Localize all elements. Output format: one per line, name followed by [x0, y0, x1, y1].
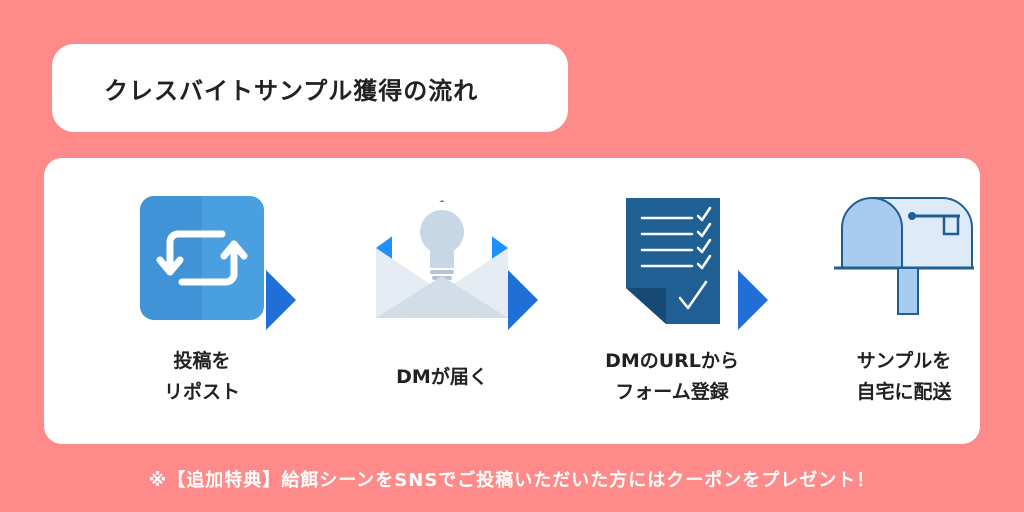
step-label-line2: フォーム登録: [615, 381, 729, 403]
step-label-line2: リポスト: [163, 381, 240, 403]
step-label-line1: 投稿を: [173, 350, 231, 372]
next-arrow: [266, 270, 296, 334]
step-label: DMのURLから フォーム登録: [572, 346, 772, 408]
step-label: DMが届く: [342, 346, 542, 408]
step-label-line1: DMのURLから: [605, 350, 739, 372]
mail-lightbulb-icon: [374, 196, 510, 326]
footnote: ※【追加特典】給餌シーンをSNSでご投稿いただいた方にはクーポンをプレゼント！: [148, 470, 876, 491]
next-arrow: [508, 270, 538, 334]
step-label-line1: DMが届く: [396, 365, 488, 388]
step-label-line1: サンプルを: [856, 350, 952, 372]
step-delivery: サンプルを 自宅に配送: [804, 158, 1004, 444]
step-repost: 投稿を リポスト: [102, 158, 302, 444]
page-title: クレスバイトサンプル獲得の流れ: [104, 76, 479, 105]
step-form: DMのURLから フォーム登録: [572, 158, 772, 444]
next-arrow: [738, 270, 768, 334]
step-label: サンプルを 自宅に配送: [804, 346, 1004, 408]
step-dm: DMが届く: [342, 158, 542, 444]
step-label-line2: 自宅に配送: [856, 381, 952, 403]
repost-icon: [140, 196, 264, 324]
mailbox-icon: [834, 196, 974, 320]
checklist-document-icon: [620, 196, 724, 332]
step-label: 投稿を リポスト: [102, 346, 302, 408]
flow-card: 投稿を リポスト DMが届く: [44, 158, 980, 444]
title-card: クレスバイトサンプル獲得の流れ: [52, 44, 568, 132]
